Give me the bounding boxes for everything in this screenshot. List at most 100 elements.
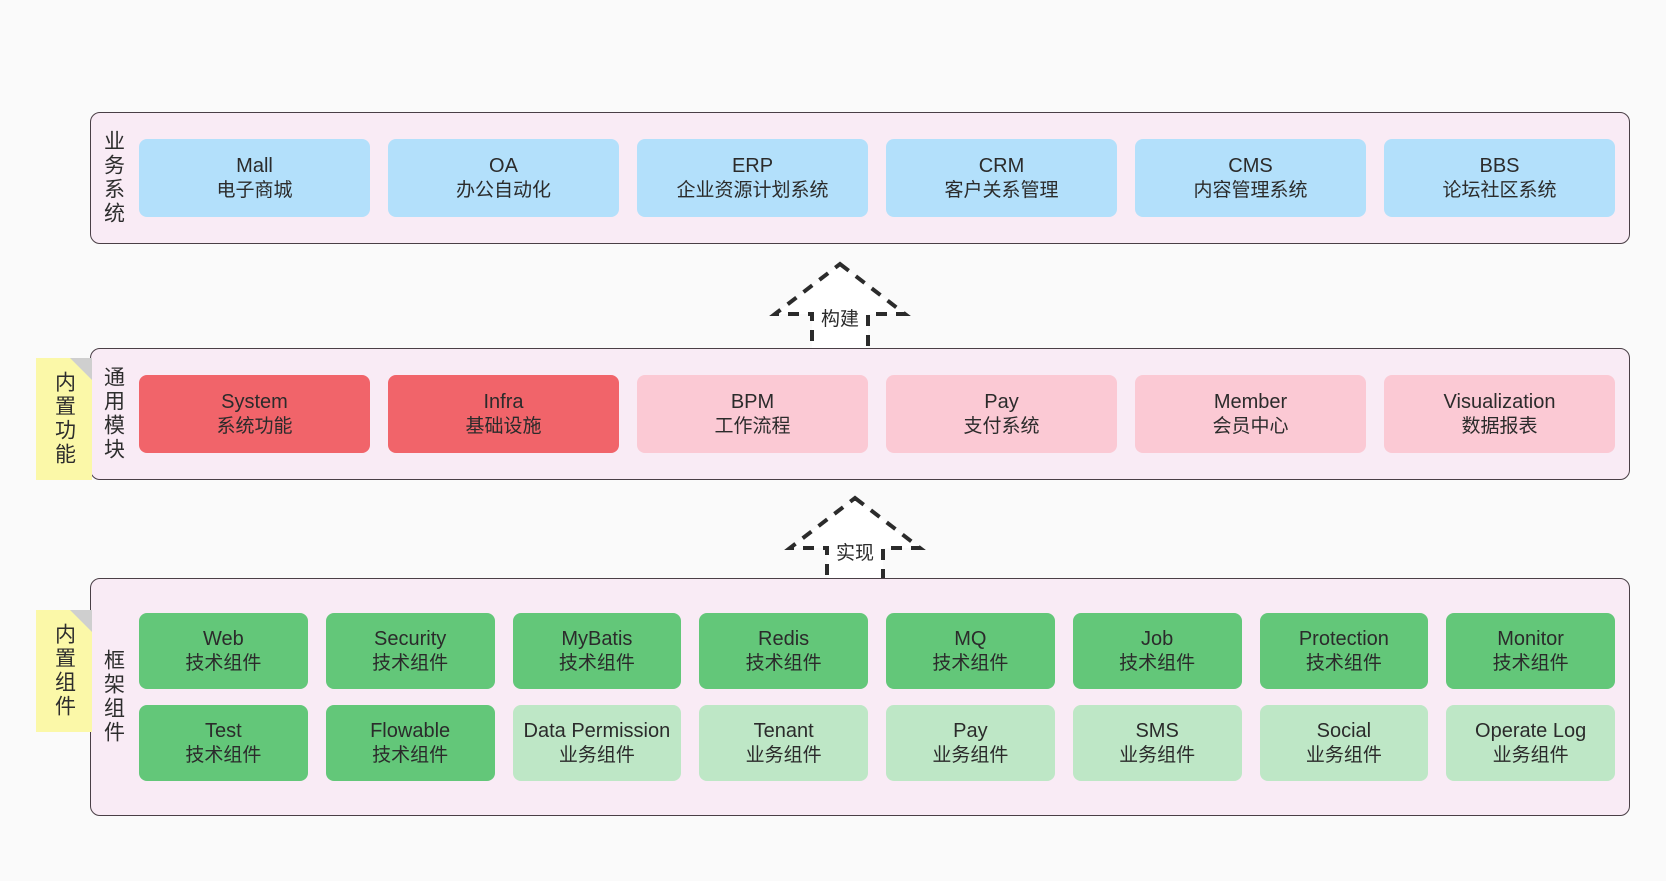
card-title: CRM — [978, 155, 1025, 178]
card-sms[interactable]: SMS 业务组件 — [1072, 705, 1242, 781]
card-row: Web 技术组件 Security 技术组件 MyBatis 技术组件 Redi… — [139, 613, 1615, 689]
card-subtitle: 业务组件 — [1119, 744, 1196, 766]
card-subtitle: 技术组件 — [1305, 652, 1382, 674]
card-mall[interactable]: Mall 电子商城 — [139, 139, 370, 217]
card-row: System 系统功能 Infra 基础设施 BPM 工作流程 Pay 支付系统… — [139, 375, 1615, 453]
card-title: CMS — [1228, 155, 1273, 178]
layer-title-business-systems: 业务系统 — [101, 130, 125, 226]
card-title: Test — [205, 720, 242, 743]
card-infra[interactable]: Infra 基础设施 — [388, 375, 619, 453]
card-redis[interactable]: Redis 技术组件 — [699, 613, 868, 689]
card-title: BBS — [1479, 155, 1520, 178]
card-subtitle: 技术组件 — [1119, 652, 1196, 674]
card-subtitle: 技术组件 — [558, 652, 635, 674]
arrow-build-label: 构建 — [820, 309, 860, 330]
card-pay[interactable]: Pay 支付系统 — [886, 375, 1117, 453]
layer-body-common-modules: System 系统功能 Infra 基础设施 BPM 工作流程 Pay 支付系统… — [135, 349, 1629, 479]
card-title: ERP — [731, 155, 774, 178]
card-subtitle: 技术组件 — [745, 652, 822, 674]
card-title: Job — [1141, 628, 1174, 651]
card-test[interactable]: Test 技术组件 — [139, 705, 308, 781]
card-tenant[interactable]: Tenant 业务组件 — [699, 705, 868, 781]
card-title: Operate Log — [1475, 720, 1587, 743]
card-title: Redis — [758, 628, 810, 651]
layer-framework-components: 框架组件 Web 技术组件 Security 技术组件 MyBatis 技术组件… — [90, 578, 1630, 816]
card-crm[interactable]: CRM 客户关系管理 — [886, 139, 1117, 217]
card-oa[interactable]: OA 办公自动化 — [388, 139, 619, 217]
card-title: System — [221, 391, 288, 414]
card-title: Flowable — [370, 720, 451, 743]
card-visualization[interactable]: Visualization 数据报表 — [1384, 375, 1615, 453]
card-security[interactable]: Security 技术组件 — [325, 613, 495, 689]
card-title: Infra — [483, 391, 524, 414]
card-subtitle: 业务组件 — [932, 744, 1009, 766]
card-subtitle: 技术组件 — [1492, 652, 1569, 674]
note-builtin-features: 内置功能 — [36, 358, 92, 480]
card-subtitle: 电子商城 — [216, 179, 293, 201]
card-data-permission[interactable]: Data Permission 业务组件 — [512, 705, 682, 781]
card-subtitle: 内容管理系统 — [1193, 179, 1308, 201]
layer-body-framework-components: Web 技术组件 Security 技术组件 MyBatis 技术组件 Redi… — [135, 579, 1629, 815]
card-system[interactable]: System 系统功能 — [139, 375, 370, 453]
card-bbs[interactable]: BBS 论坛社区系统 — [1384, 139, 1615, 217]
card-subtitle: 数据报表 — [1461, 415, 1538, 437]
card-subtitle: 技术组件 — [185, 652, 262, 674]
arrow-build: 构建 — [760, 258, 920, 354]
card-title: Security — [374, 628, 447, 651]
card-monitor[interactable]: Monitor 技术组件 — [1446, 613, 1615, 689]
note-fold-corner-icon — [70, 358, 92, 380]
card-subtitle: 业务组件 — [1492, 744, 1569, 766]
card-subtitle: 客户关系管理 — [944, 179, 1059, 201]
layer-body-business-systems: Mall 电子商城 OA 办公自动化 ERP 企业资源计划系统 CRM 客户关系… — [135, 113, 1629, 243]
note-fold-corner-icon — [70, 610, 92, 632]
card-subtitle: 业务组件 — [558, 744, 635, 766]
card-title: Protection — [1298, 628, 1389, 651]
card-row: Test 技术组件 Flowable 技术组件 Data Permission … — [139, 705, 1615, 781]
card-subtitle: 办公自动化 — [455, 179, 551, 201]
layer-business-systems: 业务系统 Mall 电子商城 OA 办公自动化 ERP 企业资源计划系统 CRM… — [90, 112, 1630, 244]
card-mq[interactable]: MQ 技术组件 — [886, 613, 1055, 689]
note-builtin-components: 内置组件 — [36, 610, 92, 732]
card-mybatis[interactable]: MyBatis 技术组件 — [512, 613, 682, 689]
card-title: BPM — [730, 391, 775, 414]
card-subtitle: 业务组件 — [745, 744, 822, 766]
card-subtitle: 基础设施 — [465, 415, 542, 437]
card-pay-component[interactable]: Pay 业务组件 — [886, 705, 1055, 781]
card-title: Web — [202, 628, 244, 651]
card-subtitle: 业务组件 — [1305, 744, 1382, 766]
note-label: 内置功能 — [52, 371, 76, 467]
card-operate-log[interactable]: Operate Log 业务组件 — [1446, 705, 1615, 781]
card-title: Data Permission — [523, 720, 671, 743]
card-member[interactable]: Member 会员中心 — [1135, 375, 1366, 453]
card-title: Pay — [984, 391, 1019, 414]
card-protection[interactable]: Protection 技术组件 — [1259, 613, 1429, 689]
card-job[interactable]: Job 技术组件 — [1072, 613, 1242, 689]
card-title: Visualization — [1443, 391, 1556, 414]
card-bpm[interactable]: BPM 工作流程 — [637, 375, 868, 453]
card-row: Mall 电子商城 OA 办公自动化 ERP 企业资源计划系统 CRM 客户关系… — [139, 139, 1615, 217]
note-label: 内置组件 — [52, 623, 76, 719]
card-erp[interactable]: ERP 企业资源计划系统 — [637, 139, 868, 217]
layer-common-modules: 通用模块 System 系统功能 Infra 基础设施 BPM 工作流程 Pay… — [90, 348, 1630, 480]
card-social[interactable]: Social 业务组件 — [1259, 705, 1429, 781]
card-flowable[interactable]: Flowable 技术组件 — [325, 705, 495, 781]
layer-title-framework-components: 框架组件 — [101, 649, 125, 745]
card-subtitle: 工作流程 — [714, 415, 791, 437]
arrow-implement-label: 实现 — [835, 543, 875, 564]
card-title: Mall — [236, 155, 273, 178]
card-title: MQ — [954, 628, 987, 651]
card-title: Member — [1213, 391, 1288, 414]
card-web[interactable]: Web 技术组件 — [139, 613, 308, 689]
card-subtitle: 技术组件 — [932, 652, 1009, 674]
card-subtitle: 技术组件 — [185, 744, 262, 766]
card-subtitle: 技术组件 — [372, 652, 449, 674]
layer-title-common-modules: 通用模块 — [101, 366, 125, 462]
card-title: Tenant — [753, 720, 814, 743]
card-subtitle: 企业资源计划系统 — [676, 179, 829, 201]
card-subtitle: 技术组件 — [372, 744, 449, 766]
card-subtitle: 会员中心 — [1212, 415, 1289, 437]
card-title: OA — [489, 155, 518, 178]
card-subtitle: 论坛社区系统 — [1442, 179, 1557, 201]
card-cms[interactable]: CMS 内容管理系统 — [1135, 139, 1366, 217]
